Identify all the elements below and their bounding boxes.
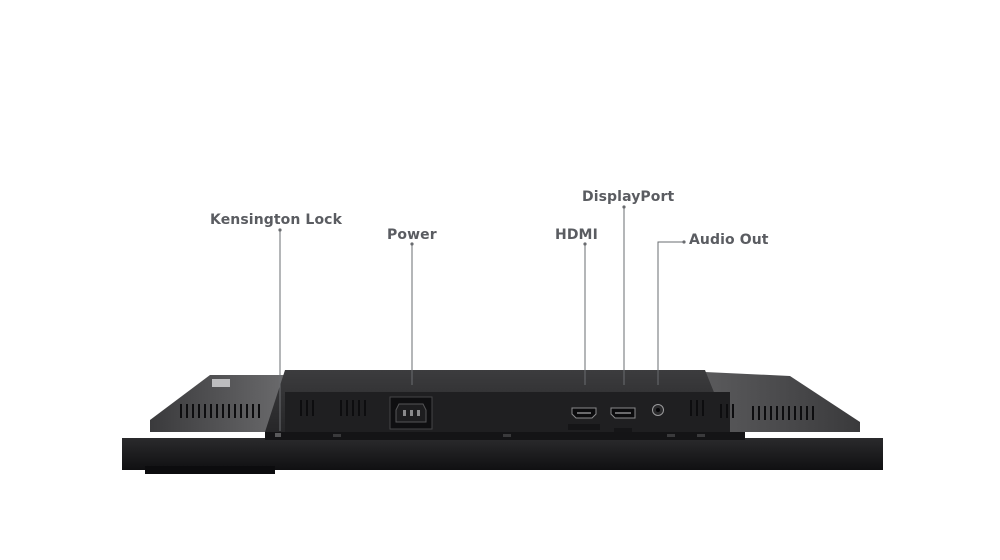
- audio-out-jack: [652, 404, 664, 416]
- label-sticker: [212, 379, 230, 387]
- right-vent-grille: [690, 400, 814, 420]
- lip-slots: [333, 434, 705, 437]
- hdmi-leader-dot: [583, 242, 587, 246]
- monitor-feet: [145, 466, 275, 474]
- displayport-leader-dot: [622, 205, 626, 209]
- kensington-lock-slot: [275, 433, 281, 437]
- left-vent-grille: [180, 400, 366, 418]
- kensington-lock-label: Kensington Lock: [210, 212, 342, 228]
- displayport-port: [610, 407, 636, 432]
- power-label: Power: [387, 227, 437, 243]
- audio-leader-dot: [682, 240, 686, 244]
- hdmi-port: [568, 407, 600, 430]
- hdmi-label: HDMI: [555, 227, 598, 243]
- power-socket: [389, 396, 433, 430]
- monitor-bezel: [122, 438, 883, 470]
- left-rear-wing: [150, 375, 285, 432]
- audio-out-label: Audio Out: [689, 232, 769, 248]
- leader-lines: [279, 207, 684, 431]
- power-leader-dot: [410, 242, 414, 246]
- audio-leader-line: [657, 241, 684, 385]
- displayport-label: DisplayPort: [582, 189, 675, 205]
- kensington-leader-dot: [278, 228, 282, 232]
- leader-dots: [278, 205, 686, 246]
- right-rear-wing: [705, 372, 860, 432]
